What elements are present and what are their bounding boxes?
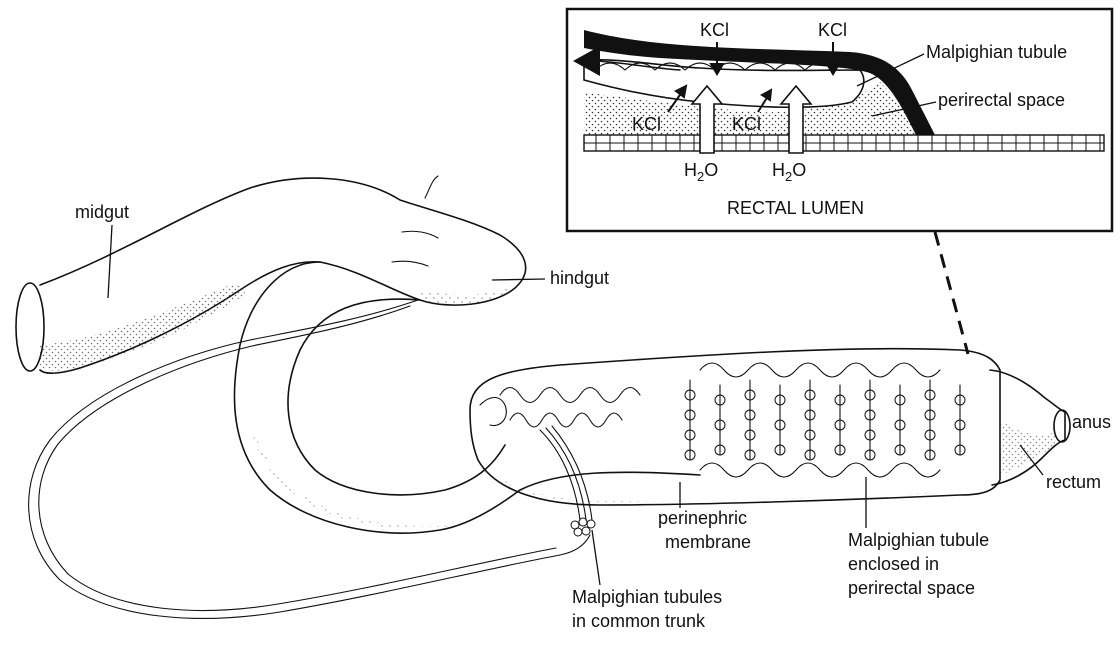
rectum-bulb [989, 369, 1066, 486]
leader-hindgut [491, 278, 546, 281]
inset-perirectal-fill [584, 82, 930, 135]
label-malpighian-enclosed-2: enclosed in [848, 554, 939, 574]
inset-flow-arrow-stem [595, 60, 681, 71]
label-anus: anus [1072, 412, 1111, 432]
common-trunk [539, 425, 593, 521]
inset-h2o-arrow-1 [690, 84, 724, 154]
label-malpighian-enclosed-1: Malpighian tubule [848, 530, 989, 550]
midgut-opening [15, 282, 45, 372]
tubule-stub-3 [391, 260, 429, 267]
inset-perirectal-space: perirectal space [938, 90, 1065, 110]
label-hindgut: hindgut [550, 268, 609, 288]
inset-h2o-1: H2O [684, 160, 718, 184]
leader-malpighian-trunk [591, 529, 601, 586]
inset-kcl-top-2: KCl [818, 20, 847, 40]
inset-rectal-lumen: RECTAL LUMEN [727, 198, 864, 218]
inset-connector [933, 231, 970, 355]
tubule-stub-2 [401, 230, 439, 239]
colon-body [469, 347, 1001, 506]
inset-kcl-arrows [667, 42, 841, 113]
inset-kcl-top-1: KCl [700, 20, 729, 40]
hindgut-loop-inner [287, 298, 506, 496]
inset-kcl-bottom-2: KCl [732, 114, 761, 134]
label-perinephric-2: membrane [665, 532, 751, 552]
leader-rectum [1019, 444, 1044, 476]
long-tubule [28, 299, 591, 619]
tubule-stub-1 [424, 175, 439, 199]
label-malpighian-trunk-1: Malpighian tubules [572, 587, 722, 607]
label-perinephric-1: perinephric [658, 508, 747, 528]
hindgut-loop [233, 261, 701, 534]
inset-leader-perirectal [871, 101, 937, 117]
hindgut-shading [420, 285, 517, 305]
label-midgut: midgut [75, 202, 129, 222]
inset-flow-band [584, 30, 935, 135]
inset-flow-arrow [573, 46, 600, 76]
long-tubule-inner [38, 305, 557, 611]
inset-panel: KCl KCl KCl KCl H2O H2O Malpighian tubul… [565, 7, 1114, 233]
label-rectum: rectum [1046, 472, 1101, 492]
inset-h2o-arrow-2 [779, 84, 813, 154]
inset-kcl-bottom-1: KCl [632, 114, 661, 134]
gut-body [15, 175, 1071, 619]
inset-epithelium-cells [584, 135, 1104, 151]
inset-malpighian-tubule: Malpighian tubule [926, 42, 1067, 62]
leader-midgut [107, 224, 113, 299]
inset-leader-tubule [856, 53, 925, 87]
convoluted-tubules [479, 362, 966, 537]
hindgut-loop-shading [250, 420, 470, 529]
label-malpighian-enclosed-3: perirectal space [848, 578, 975, 598]
inset-h2o-2: H2O [772, 160, 806, 184]
anus-opening [1053, 409, 1071, 443]
midgut-shading [40, 284, 246, 371]
label-malpighian-trunk-2: in common trunk [572, 611, 706, 631]
rectum-shading [1000, 420, 1055, 475]
